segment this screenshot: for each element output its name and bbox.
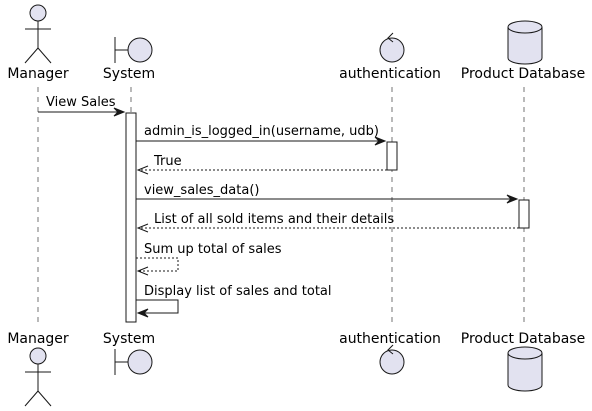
participant-label-manager-bottom: Manager	[7, 331, 69, 347]
actor-icon	[24, 4, 52, 64]
message-label-sum-up-total: Sum up total of sales	[144, 242, 282, 257]
message-arrow-sum-up-total	[136, 257, 179, 276]
participant-label-manager: Manager	[7, 66, 69, 82]
participant-label-authentication-bottom: authentication	[339, 331, 441, 347]
activation-system	[125, 112, 137, 323]
message-arrow-display-list	[136, 299, 179, 318]
participant-label-system-bottom: System	[103, 331, 155, 347]
message-label-view-sales: View Sales	[46, 95, 116, 110]
participant-label-system: System	[103, 66, 155, 82]
message-label-admin-is-logged-in: admin_is_logged_in(username, udb)	[144, 124, 379, 139]
message-label-view-sales-data: view_sales_data()	[144, 183, 259, 198]
control-icon	[379, 344, 405, 375]
message-arrow-view-sales-data	[136, 194, 519, 204]
participant-label-authentication: authentication	[339, 66, 441, 82]
activation-authentication	[386, 141, 398, 171]
database-icon	[507, 346, 543, 392]
message-label-display-list: Display list of sales and total	[144, 284, 332, 299]
message-arrow-view-sales	[38, 107, 126, 117]
message-arrow-true	[136, 165, 387, 175]
participant-label-product-database-bottom: Product Database	[461, 331, 585, 347]
participant-label-product-database: Product Database	[461, 66, 585, 82]
message-label-list-of-sold-items: List of all sold items and their details	[154, 212, 394, 227]
boundary-icon	[114, 37, 153, 63]
message-arrow-admin-is-logged-in	[136, 136, 387, 146]
control-icon	[379, 32, 405, 63]
boundary-icon	[114, 349, 153, 375]
database-icon	[507, 20, 543, 65]
message-label-true: True	[153, 154, 182, 169]
activation-product-database	[518, 199, 530, 229]
actor-icon	[24, 347, 52, 407]
message-arrow-list-of-sold-items	[136, 223, 519, 233]
